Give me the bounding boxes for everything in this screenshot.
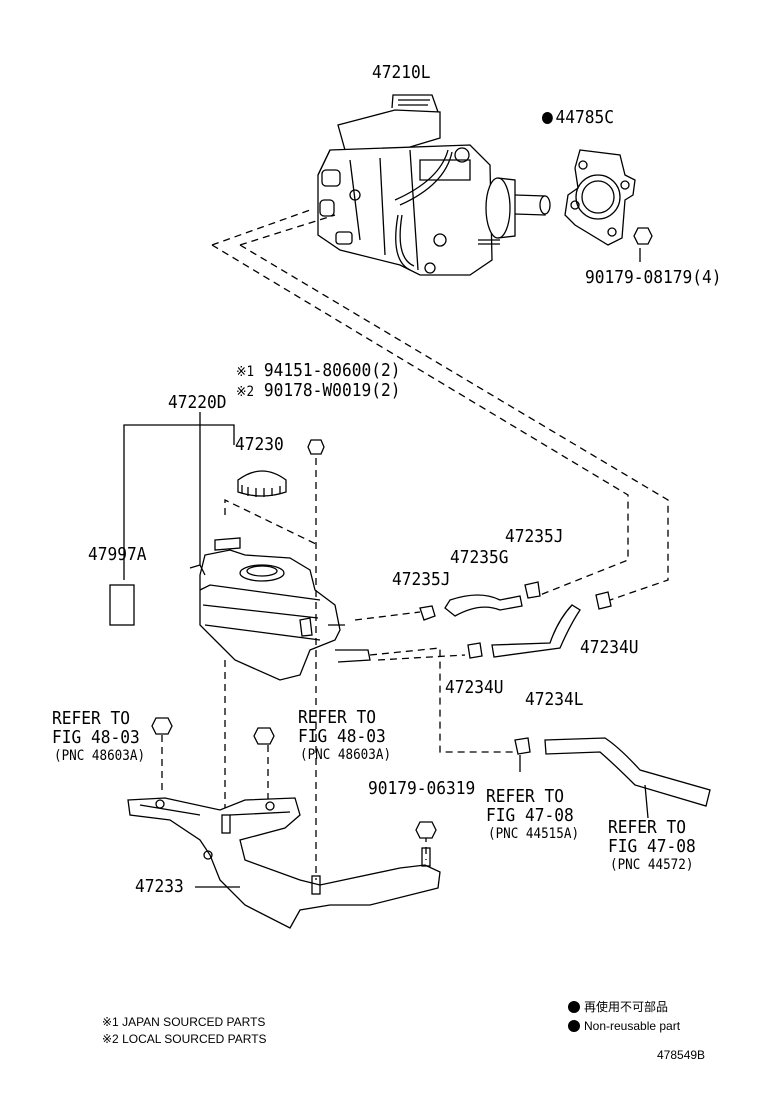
part-90179-06319: 90179-06319: [368, 778, 476, 799]
nut-90179-08179: [633, 227, 653, 262]
bolt-94151: [307, 439, 325, 455]
part-47235j-a: 47235J: [392, 569, 451, 590]
ref-right2-line1: REFER TO: [608, 817, 687, 838]
diagram-id: 478549B: [657, 1048, 706, 1062]
nut-90179-06319: [415, 821, 437, 839]
ref-mid-line3: (PNC 48603A): [300, 747, 392, 763]
part-47220d: 47220D: [168, 392, 227, 413]
legend-dot-en: [568, 1020, 580, 1032]
caution-label: [109, 584, 135, 626]
clip-47234u-a: [467, 642, 483, 659]
ref-mid-line1: REFER TO: [298, 707, 377, 728]
legend-nonreusable-en: Non-reusable part: [584, 1019, 681, 1033]
leader-47220d: [123, 424, 235, 580]
part-90178-w0019: ※2 90178-W0019(2): [236, 380, 401, 401]
part-47997a: 47997A: [88, 544, 147, 565]
hose-47234l: [491, 604, 581, 658]
nut-48603a-left: [151, 717, 173, 735]
ref-right1-line1: REFER TO: [486, 786, 565, 807]
part-47233: 47233: [135, 876, 184, 897]
part-90179-08179: 90179-08179(4): [585, 267, 722, 288]
ref-right1-line3: (PNC 44515A): [488, 826, 580, 842]
legend-dot-jp: [568, 1001, 580, 1013]
ref-left-line3: (PNC 48603A): [54, 748, 146, 764]
hose-47235g: [444, 594, 523, 617]
gasket-44785c: [564, 149, 636, 246]
nut-48603a-mid: [253, 727, 275, 745]
part-44785c: 44785C: [542, 108, 614, 128]
part-47234u-left: 47234U: [445, 677, 504, 698]
ref-right2-line3: (PNC 44572): [610, 857, 694, 873]
part-47210l: 47210L: [372, 62, 431, 83]
ref-left-line2: FIG 48-03: [52, 727, 140, 748]
part-47235g: 47235G: [450, 547, 509, 568]
brake-actuator-assembly: [317, 94, 551, 276]
nonreusable-marker: [542, 112, 553, 124]
reservoir-tank: [189, 537, 371, 681]
clip-44515a: [514, 737, 531, 755]
ref-left-line1: REFER TO: [52, 708, 131, 729]
clip-47235j-a: [419, 605, 436, 621]
reservoir-cap: [237, 470, 287, 497]
dashed-leaders-top: [211, 209, 669, 601]
ref-right1-line2: FIG 47-08: [486, 805, 574, 826]
part-94151-80600: ※1 94151-80600(2): [236, 360, 401, 381]
clip-47234u-b: [595, 591, 612, 610]
legend-local-sourced: ※2 LOCAL SOURCED PARTS: [102, 1032, 267, 1046]
legend-japan-sourced: ※1 JAPAN SOURCED PARTS: [102, 1015, 266, 1029]
ref-right2-line2: FIG 47-08: [608, 836, 696, 857]
ref-mid-line2: FIG 48-03: [298, 726, 386, 747]
part-47234u-right: 47234U: [580, 637, 639, 658]
hose-right-44572: [544, 737, 711, 807]
part-47235j-b: 47235J: [505, 526, 564, 547]
part-47230: 47230: [235, 434, 284, 455]
clip-47235j-b: [524, 581, 541, 599]
part-47234l: 47234L: [525, 689, 584, 710]
bracket-47233: [127, 797, 441, 929]
legend-nonreusable-jp: 再使用不可部品: [584, 1000, 669, 1014]
